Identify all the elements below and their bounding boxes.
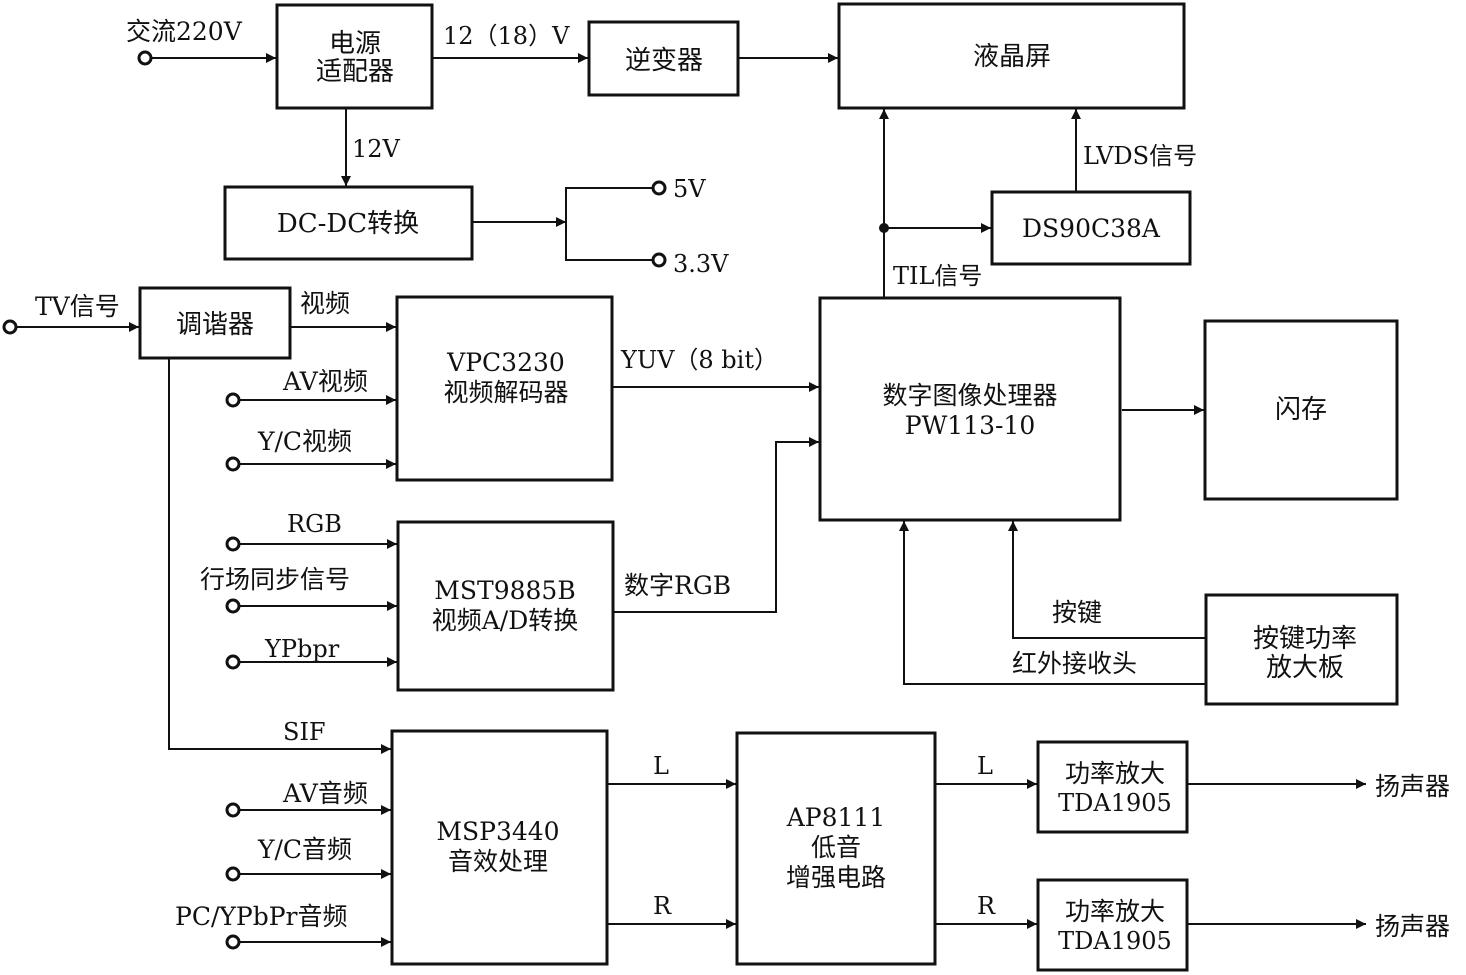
block-key-board: 按键功率 放大板 (1204, 593, 1399, 706)
block-vpc3230: VPC3230 视频解码器 (395, 295, 614, 482)
wire-tuner-sif (168, 358, 391, 754)
dcdc-label: DC-DC转换 (277, 209, 419, 239)
amp-right-line-2: TDA1905 (1058, 927, 1172, 955)
vpc-line-2: 视频解码器 (443, 378, 568, 407)
label-av-video: AV视频 (282, 367, 368, 396)
vpc-line-1: VPC3230 (446, 348, 565, 377)
block-amp-left: 功率放大 TDA1905 (1036, 740, 1189, 834)
terminal-3v3 (651, 252, 667, 268)
signal-labels: 交流220V 12（18）V 12V 5V 3.3V LVDS信号 TIL信号 … (35, 17, 1450, 941)
wire-keys-to-dip (1008, 521, 1205, 639)
amp-right-line-1: 功率放大 (1065, 897, 1165, 926)
junction-dot (879, 223, 889, 233)
ap-line-2: 低音 (811, 833, 861, 862)
block-power-adapter: 电源 适配器 (275, 3, 434, 110)
ds90-label: DS90C38A (1022, 214, 1161, 243)
terminal-ypbpr (225, 654, 241, 670)
terminal-av-video (225, 392, 241, 408)
label-yuv: YUV（8 bit） (620, 346, 778, 374)
label-hv-sync: 行场同步信号 (200, 565, 350, 594)
key-board-line-2: 放大板 (1266, 653, 1344, 683)
label-l-msp: L (653, 752, 669, 780)
label-digital-rgb: 数字RGB (624, 571, 731, 600)
label-ir: 红外接收头 (1012, 649, 1137, 678)
block-flash: 闪存 (1203, 319, 1399, 501)
label-sif: SIF (283, 718, 326, 746)
amp-left-line-2: TDA1905 (1058, 789, 1172, 817)
flash-label: 闪存 (1275, 395, 1327, 425)
label-pc-audio: PC/YPbPr音频 (175, 902, 347, 931)
terminal-yc-audio (225, 866, 241, 882)
terminal-rgb (225, 536, 241, 552)
block-image-processor: 数字图像处理器 PW113-10 (818, 296, 1122, 522)
terminal-tv-in (2, 319, 18, 335)
block-mst9885b: MST9885B 视频A/D转换 (396, 520, 615, 692)
terminal-5v (651, 180, 667, 196)
label-yc-audio: Y/C音频 (257, 835, 352, 864)
label-r-ap: R (977, 892, 996, 920)
label-ttl: TIL信号 (893, 262, 982, 290)
tuner-label: 调谐器 (176, 310, 254, 340)
label-video: 视频 (300, 289, 350, 318)
label-yc-video: Y/C视频 (257, 427, 352, 456)
block-dcdc: DC-DC转换 (223, 185, 474, 261)
mst-line-1: MST9885B (434, 576, 575, 605)
label-r-msp: R (653, 892, 672, 920)
label-keys: 按键 (1052, 598, 1102, 627)
label-ypbpr: YPbpr (264, 635, 340, 663)
label-av-audio: AV音频 (282, 779, 368, 808)
block-ds90c38a: DS90C38A (990, 190, 1192, 266)
msp-line-1: MSP3440 (436, 817, 559, 846)
label-speaker-right: 扬声器 (1375, 912, 1450, 941)
wire-ir-to-dip (899, 521, 1205, 685)
label-rgb: RGB (287, 510, 342, 538)
terminal-av-audio (225, 802, 241, 818)
dip-line-2: PW113-10 (905, 411, 1036, 440)
terminal-yc-video (225, 456, 241, 472)
label-12v: 12V (352, 135, 401, 163)
ap-line-3: 增强电路 (786, 863, 886, 892)
block-amp-right: 功率放大 TDA1905 (1036, 878, 1189, 972)
label-tv-signal: TV信号 (35, 292, 120, 321)
lcd-label: 液晶屏 (973, 42, 1051, 72)
terminal-ac-in (137, 50, 153, 66)
power-adapter-line-1: 电源 (329, 29, 381, 59)
mst-line-2: 视频A/D转换 (432, 606, 579, 635)
label-5v: 5V (673, 175, 706, 203)
label-l-ap: L (977, 752, 993, 780)
block-lcd: 液晶屏 (837, 2, 1186, 110)
msp-line-2: 音效处理 (448, 847, 548, 876)
block-inverter: 逆变器 (587, 20, 740, 97)
terminal-hv-sync (225, 598, 241, 614)
label-lvds: LVDS信号 (1083, 142, 1197, 170)
label-ac-220v: 交流220V (126, 17, 243, 46)
block-msp3440: MSP3440 音效处理 (390, 729, 609, 966)
terminals (2, 50, 667, 950)
amp-left-line-1: 功率放大 (1065, 759, 1165, 788)
wire-split-5v-3v3 (565, 187, 652, 261)
key-board-line-1: 按键功率 (1253, 624, 1357, 654)
dip-line-1: 数字图像处理器 (882, 381, 1057, 410)
label-3v3: 3.3V (673, 250, 729, 278)
block-tuner: 调谐器 (138, 286, 292, 360)
connections (17, 53, 1366, 947)
wire-mst-to-dip (613, 437, 819, 613)
label-speaker-left: 扬声器 (1375, 772, 1450, 801)
ap-line-1: AP8111 (786, 803, 886, 832)
label-12-18v: 12（18）V (443, 22, 570, 50)
power-adapter-line-2: 适配器 (316, 57, 394, 87)
terminal-pc-audio (225, 934, 241, 950)
inverter-label: 逆变器 (625, 46, 703, 76)
block-ap8111: AP8111 低音 增强电路 (735, 731, 937, 966)
